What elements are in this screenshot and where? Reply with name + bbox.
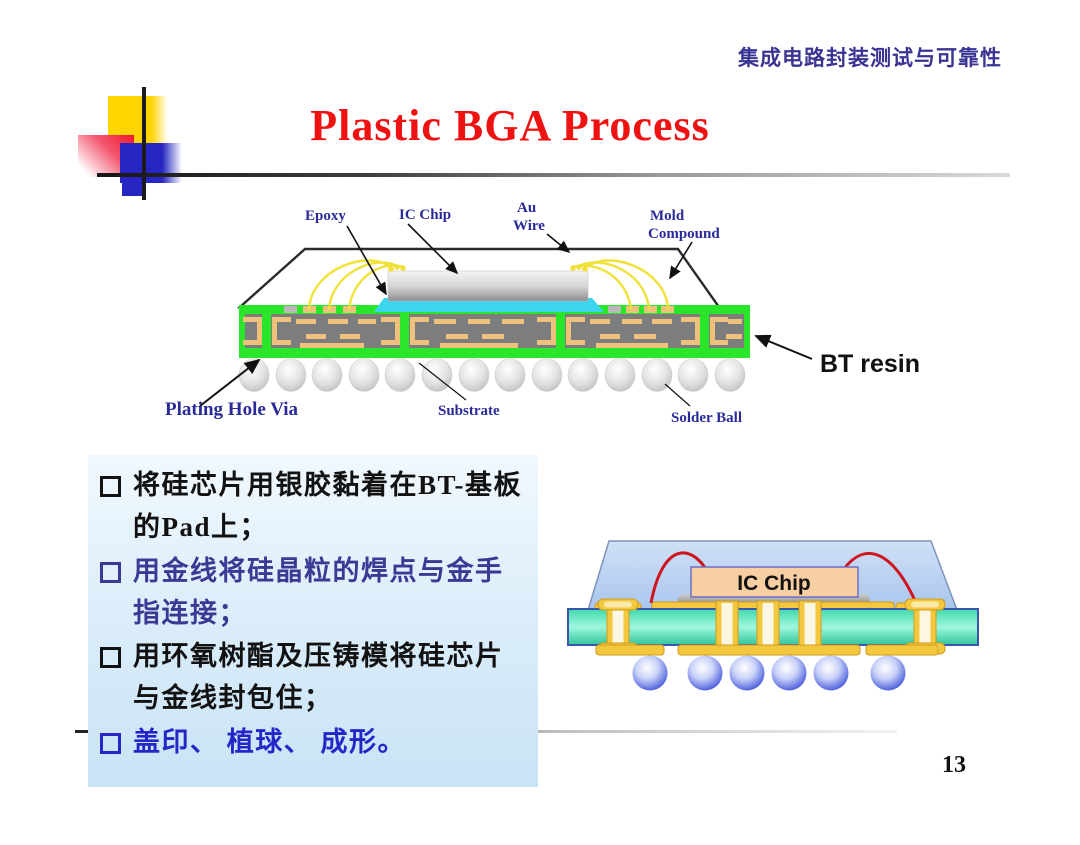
square-bullet-icon bbox=[100, 733, 121, 755]
step-text: 用环氧树酯及压铸模将硅芯片与金线封包住； bbox=[133, 641, 504, 714]
solder-balls bbox=[238, 358, 746, 392]
page-number: 13 bbox=[942, 752, 966, 778]
title-underline bbox=[97, 173, 1010, 177]
square-bullet-icon bbox=[100, 476, 121, 497]
pbga-cross-section-diagram: Epoxy IC Chip Au Wire Mold Compound BT r… bbox=[165, 200, 920, 426]
side-ic-chip-label: IC Chip bbox=[737, 572, 811, 595]
wire-ball-bonds bbox=[388, 264, 588, 272]
ic-chip-label: IC Chip bbox=[399, 207, 451, 223]
logo-vertical-line bbox=[142, 87, 146, 200]
epoxy-label: Epoxy bbox=[305, 208, 346, 224]
copper-traces bbox=[296, 319, 742, 348]
plating-hole-via-label: Plating Hole Via bbox=[165, 399, 299, 420]
ic-chip bbox=[387, 270, 589, 302]
logo-blue-square-small bbox=[122, 175, 144, 196]
bt-resin-label: BT resin bbox=[820, 350, 920, 378]
pbga-side-view-diagram: IC Chip bbox=[567, 540, 979, 691]
page-title: Plastic BGA Process bbox=[310, 101, 710, 150]
side-ic-chip: IC Chip bbox=[690, 566, 859, 598]
bt-substrate bbox=[239, 305, 750, 358]
step-item-1: 将硅芯片用银胶黏着在BT-基板的Pad上； bbox=[98, 465, 530, 549]
mold-compound-label-line1: Mold bbox=[650, 208, 685, 224]
epoxy-layer bbox=[374, 298, 604, 312]
square-bullet-icon bbox=[100, 561, 121, 583]
side-bond-wires bbox=[649, 551, 919, 606]
step-item-4: 盖印、 植球、 成形。 bbox=[98, 722, 530, 764]
course-title: 集成电路封装测试与可靠性 bbox=[738, 47, 1002, 70]
step-item-2: 用金线将硅晶粒的焊点与金手指连接； bbox=[98, 551, 530, 635]
step-text: 盖印、 植球、 成形。 bbox=[133, 727, 406, 758]
side-gold-pads-bottom bbox=[595, 644, 939, 656]
au-wire-label-line2: Wire bbox=[513, 218, 545, 234]
process-steps-box: 将硅芯片用银胶黏着在BT-基板的Pad上； 用金线将硅晶粒的焊点与金手指连接； … bbox=[88, 455, 538, 787]
au-wire-label-line1: Au bbox=[517, 200, 536, 216]
step-item-3: 用环氧树酯及压铸模将硅芯片与金线封包住； bbox=[98, 636, 530, 720]
solder-ball-label: Solder Ball bbox=[671, 410, 742, 426]
step-text: 将硅芯片用银胶黏着在BT-基板的Pad上； bbox=[133, 470, 523, 542]
plating-hole-brackets bbox=[243, 317, 728, 345]
step-text: 用金线将硅晶粒的焊点与金手指连接； bbox=[133, 555, 504, 628]
side-solder-balls bbox=[632, 655, 906, 691]
mold-compound-label-line2: Compound bbox=[648, 226, 720, 242]
substrate-label: Substrate bbox=[438, 403, 500, 419]
square-bullet-icon bbox=[100, 647, 121, 669]
label-arrows bbox=[199, 223, 813, 407]
